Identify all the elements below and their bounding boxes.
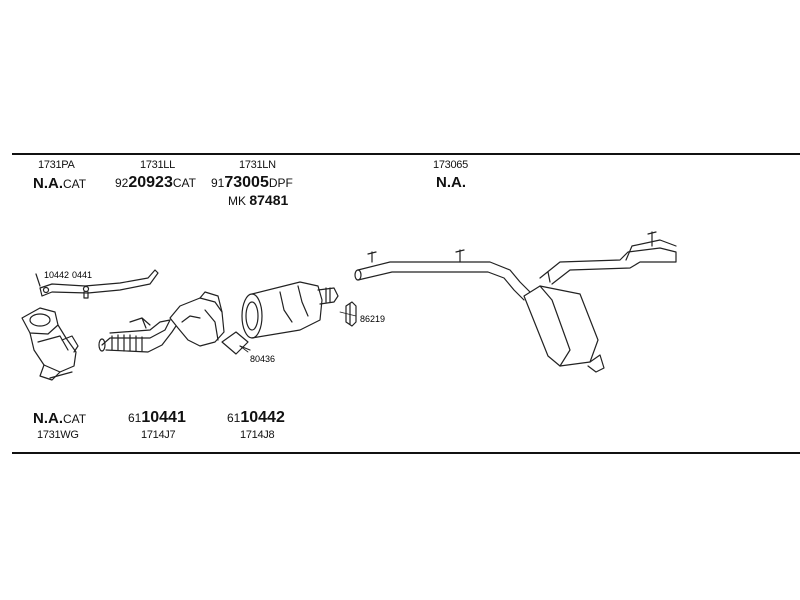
part-number-na-rear: N.A. [436, 174, 466, 191]
top-divider [12, 153, 800, 155]
flex-pipe [98, 317, 181, 353]
callout-clamp: 86219 [360, 314, 385, 324]
callout-bracket-2: 0441 [72, 270, 92, 280]
diesel-particulate-filter [241, 281, 339, 339]
part-number-na-cat-top: N.A.CAT [33, 175, 87, 192]
part-number-10442: 6110442 [227, 409, 285, 426]
front-catalytic-converter [21, 307, 79, 381]
part-code-1714j8: 1714J8 [240, 429, 275, 441]
bottom-divider [12, 452, 800, 454]
rear-pipe-silencer [354, 231, 677, 373]
part-code-1731wg: 1731WG [37, 429, 79, 441]
part-number-10441: 6110441 [128, 409, 186, 426]
part-code-1714j7: 1714J7 [141, 429, 176, 441]
part-code-173065: 173065 [433, 159, 468, 171]
part-code-1731ll: 1731LL [140, 159, 175, 171]
part-code-1731pa: 1731PA [38, 159, 75, 171]
catalyst-20923 [169, 291, 225, 347]
bracket-part [35, 269, 159, 299]
clamp-part [345, 301, 357, 327]
part-code-1731ln: 1731LN [239, 159, 276, 171]
part-number-na-cat-bottom: N.A.CAT [33, 410, 87, 427]
part-number-87481: MK 87481 [228, 192, 289, 208]
part-number-73005: 9173005DPF [211, 174, 293, 191]
gasket-part [221, 331, 251, 355]
callout-bracket: 10442 [44, 270, 69, 280]
part-number-20923: 9220923CAT [115, 174, 196, 191]
callout-gasket: 80436 [250, 354, 275, 364]
